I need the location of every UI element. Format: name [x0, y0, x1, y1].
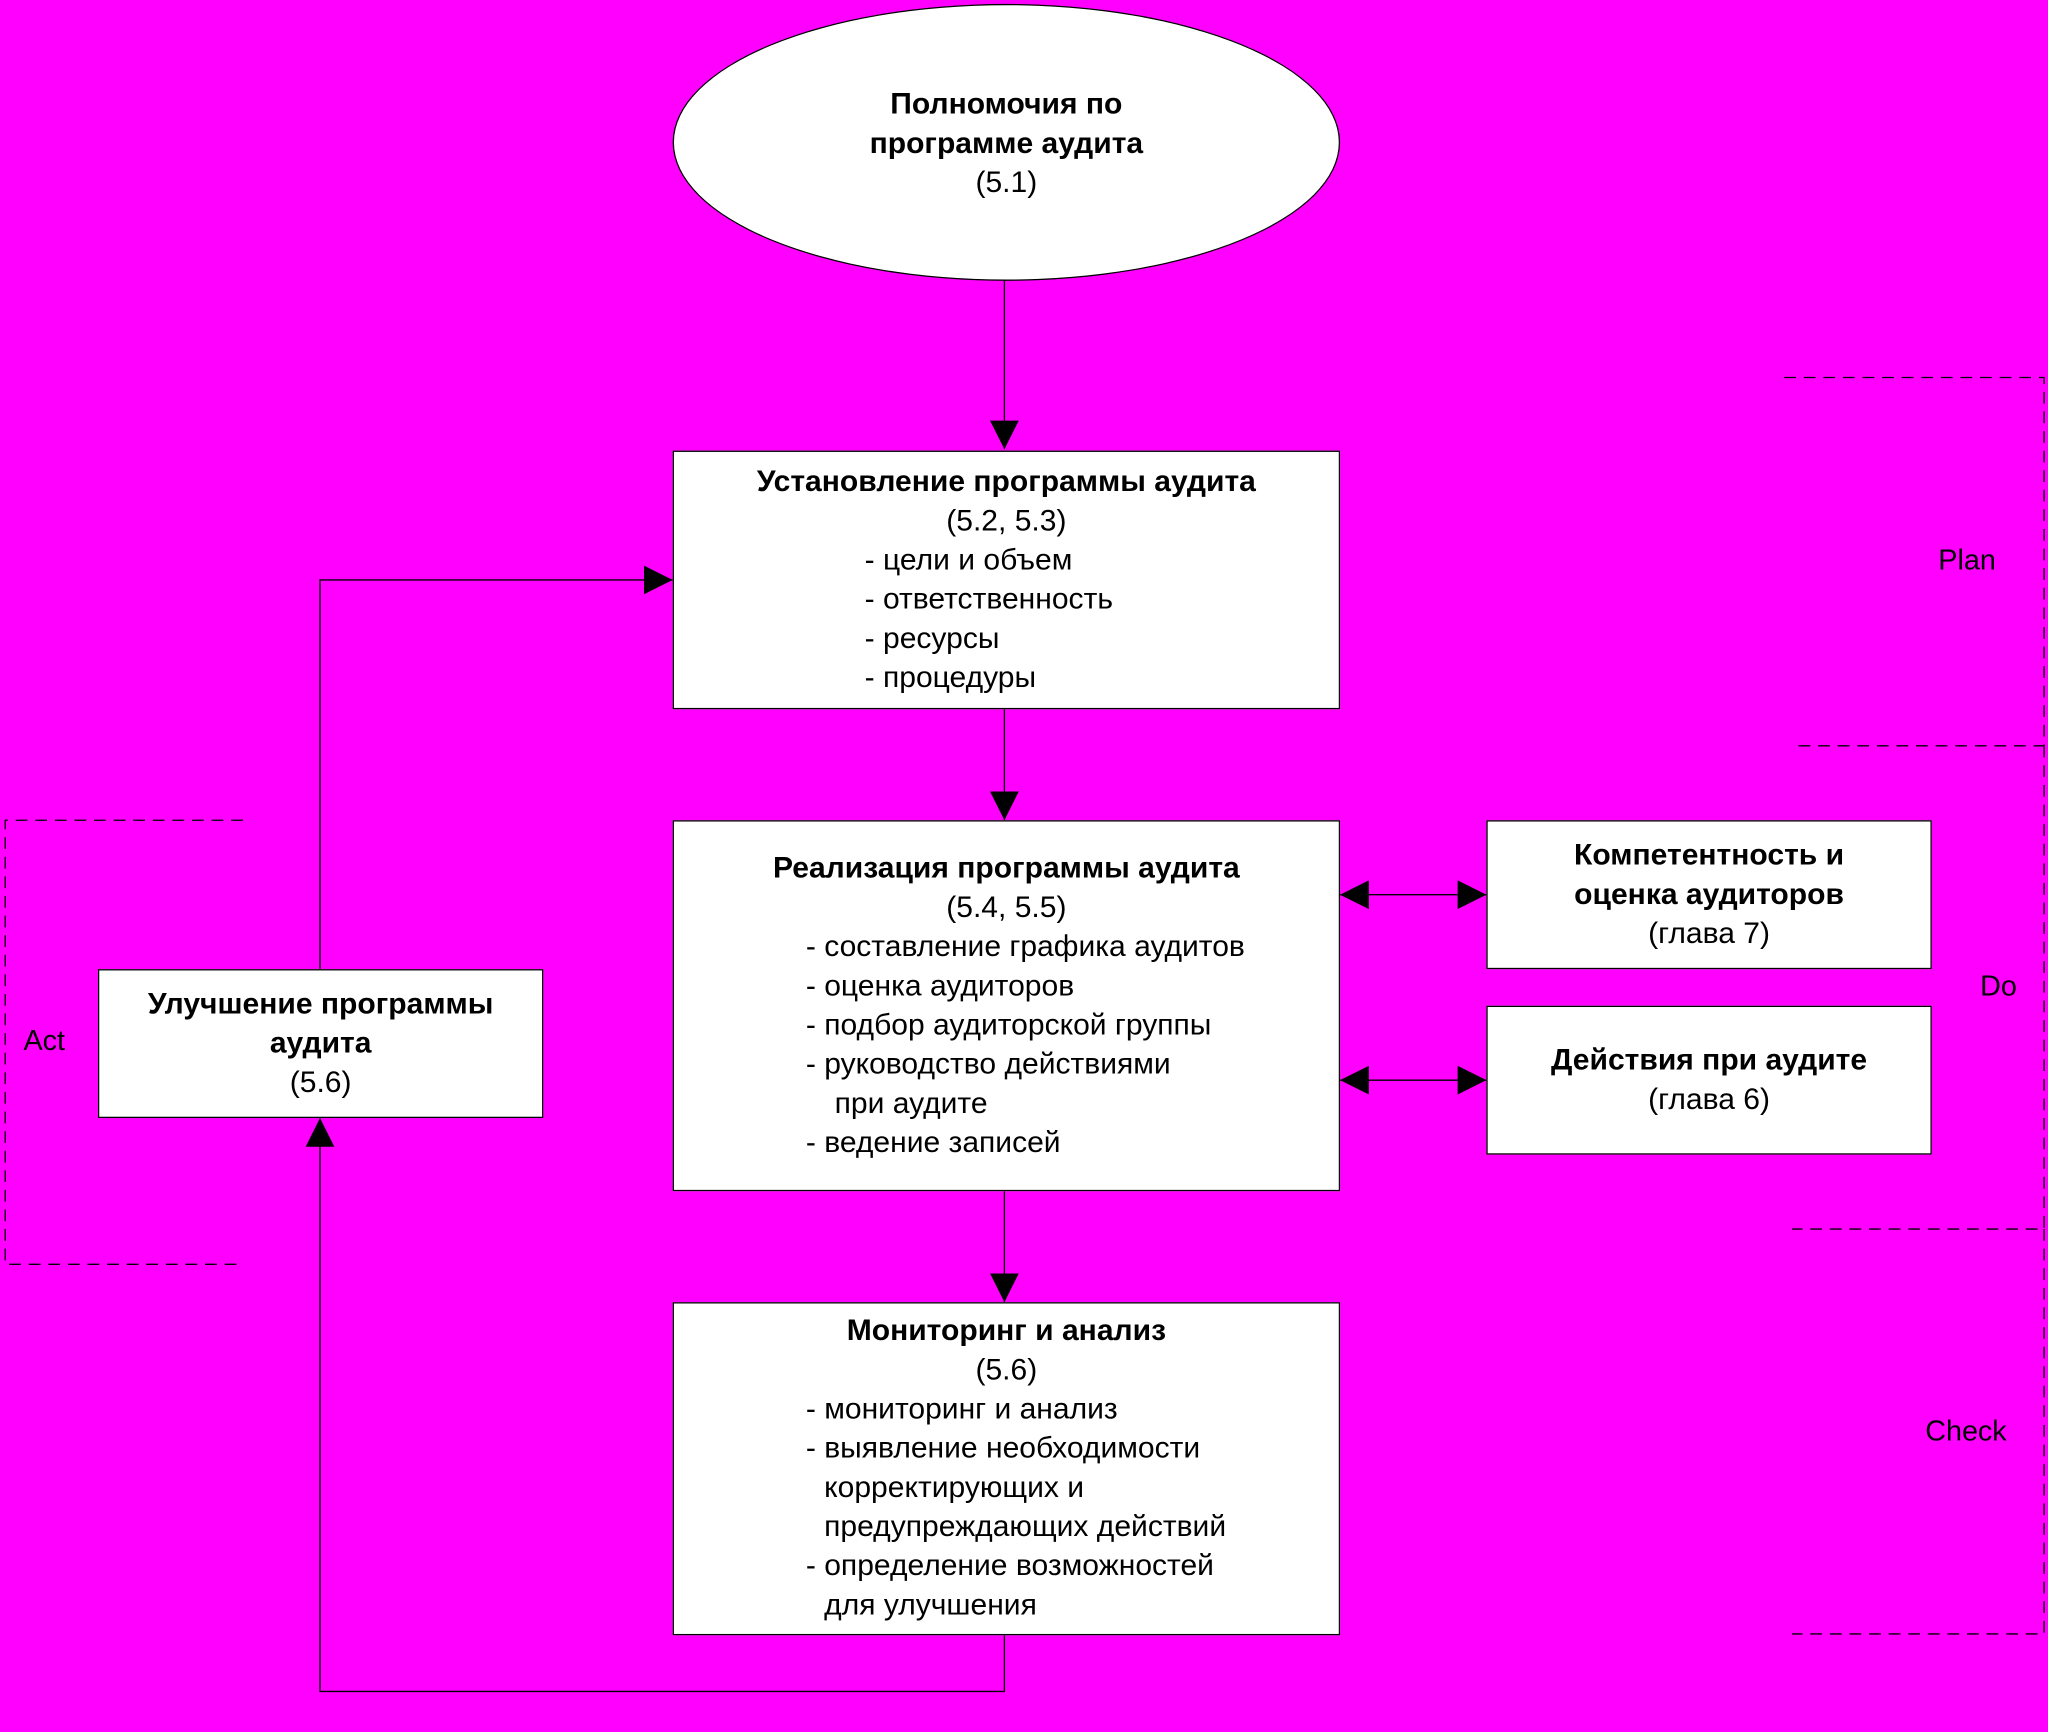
phase-label-do: Do: [1980, 969, 2017, 1002]
do-bracket: [1791, 745, 2045, 1230]
list-item: - ресурсы: [864, 620, 1000, 655]
phase-brackets: [4, 376, 2045, 1635]
improve-ref: (5.6): [289, 1064, 352, 1099]
list-item: - ведение записей: [805, 1124, 1061, 1159]
activities-title: Действия при аудите: [1550, 1042, 1868, 1077]
establish-ref: (5.2, 5.3): [946, 502, 1067, 537]
list-item: - процедуры: [864, 659, 1037, 694]
list-item: - мониторинг и анализ: [805, 1391, 1118, 1425]
list-item: корректирующих и: [824, 1469, 1085, 1504]
implement-title: Реализация программы аудита: [772, 850, 1240, 885]
implement-ref: (5.4, 5.5): [946, 889, 1067, 924]
mandate-node: Полномочия по программе аудита (5.1): [672, 3, 1341, 281]
establish-node: Установление программы аудита (5.2, 5.3)…: [672, 450, 1341, 710]
monitor-list: - мониторинг и анализ - выявление необхо…: [674, 1388, 1339, 1623]
improve-node: Улучшение программы аудита (5.6): [97, 969, 544, 1119]
list-item: - руководство действиями: [805, 1046, 1171, 1081]
check-bracket: [1791, 1229, 2045, 1635]
establish-title: Установление программы аудита: [756, 463, 1256, 498]
list-item: - составление графика аудитов: [805, 928, 1245, 963]
list-item: - выявление необходимости: [805, 1430, 1201, 1465]
implement-node: Реализация программы аудита (5.4, 5.5) -…: [672, 820, 1341, 1192]
competence-node: Компетентность и оценка аудиторов (глава…: [1486, 820, 1932, 970]
competence-title: Компетентность и оценка аудиторов: [1574, 837, 1845, 911]
phase-label-act: Act: [23, 1023, 66, 1057]
list-item: - подбор аудиторской группы: [805, 1007, 1212, 1041]
list-item: предупреждающих действий: [824, 1508, 1227, 1543]
act-bracket: [4, 819, 243, 1265]
list-item: - определение возможностей: [805, 1547, 1214, 1582]
monitor-ref: (5.6): [975, 1351, 1038, 1386]
list-item: для улучшения: [824, 1586, 1037, 1621]
list-item: - ответственность: [864, 581, 1113, 616]
list-item: при аудите: [834, 1085, 988, 1120]
establish-list: - цели и объем - ответственность - ресур…: [674, 539, 1339, 696]
competence-ref: (глава 7): [1648, 915, 1771, 950]
implement-list: - составление графика аудитов - оценка а…: [674, 926, 1339, 1161]
list-item: - цели и объем: [864, 542, 1073, 576]
phase-label-check: Check: [1925, 1414, 2007, 1448]
monitor-title: Мониторинг и анализ: [846, 1312, 1167, 1347]
list-item: - оценка аудиторов: [805, 967, 1075, 1002]
activities-ref: (глава 6): [1648, 1081, 1771, 1116]
mandate-title: Полномочия по программе аудита: [869, 86, 1144, 160]
plan-bracket: [1784, 376, 2045, 747]
phase-label-plan: Plan: [1938, 543, 1996, 576]
improve-title: Улучшение программы аудита: [147, 986, 494, 1060]
mandate-ref: (5.1): [975, 164, 1038, 199]
activities-node: Действия при аудите (глава 6): [1486, 1005, 1932, 1155]
monitor-node: Мониторинг и анализ (5.6) - мониторинг и…: [672, 1302, 1341, 1636]
arrow-monitor-to-improve: [305, 1118, 1006, 1693]
arrow-improve-to-establish: [319, 565, 673, 970]
